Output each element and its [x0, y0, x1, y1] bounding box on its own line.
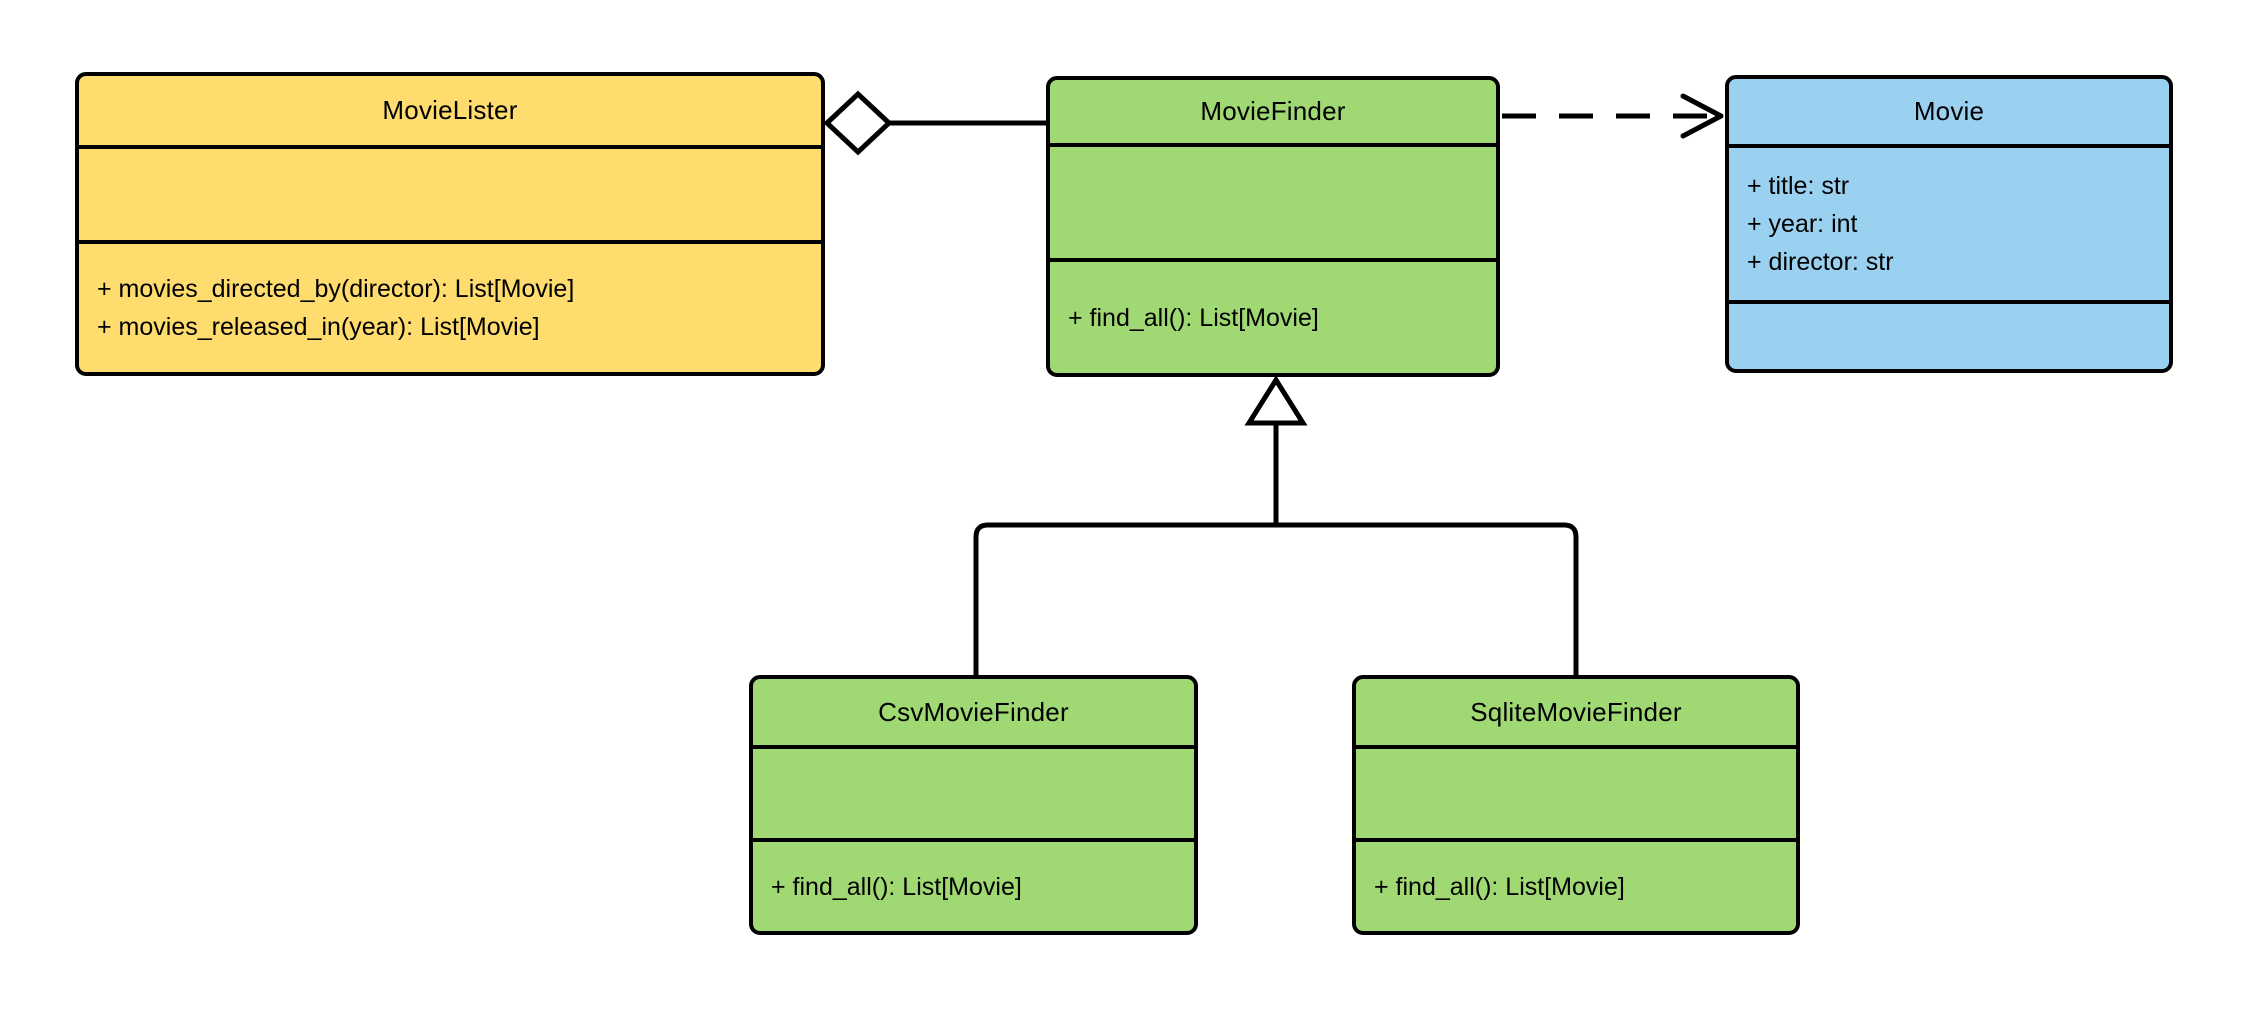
- class-sqlitemoviefinder[interactable]: SqliteMovieFinder + find_all(): List[Mov…: [1352, 675, 1800, 935]
- class-movie-attributes: + title: str + year: int + director: str: [1729, 144, 2169, 300]
- method-row: + movies_directed_by(director): List[Mov…: [97, 275, 575, 303]
- class-movielister-methods: + movies_directed_by(director): List[Mov…: [79, 240, 821, 372]
- method-row: + find_all(): List[Movie]: [1374, 872, 1625, 901]
- class-moviefinder[interactable]: MovieFinder + find_all(): List[Movie]: [1046, 76, 1500, 377]
- class-csvmoviefinder-attributes: [753, 745, 1194, 838]
- class-sqlitemoviefinder-title: SqliteMovieFinder: [1470, 696, 1682, 727]
- attribute-row: + director: str: [1747, 248, 1894, 276]
- class-movie-title: Movie: [1913, 96, 1985, 126]
- generalization-branch-line[interactable]: [973, 522, 1579, 677]
- class-moviefinder-methods: + find_all(): List[Movie]: [1050, 258, 1496, 373]
- aggregation-diamond-icon: [823, 90, 893, 156]
- class-csvmoviefinder[interactable]: CsvMovieFinder + find_all(): List[Movie]: [749, 675, 1198, 935]
- class-movielister-attributes: [79, 145, 821, 240]
- class-sqlitemoviefinder-attributes: [1356, 745, 1796, 838]
- class-csvmoviefinder-title: CsvMovieFinder: [878, 696, 1069, 727]
- aggregation-connector-movielister-moviefinder[interactable]: [823, 90, 1048, 156]
- dependency-connector-moviefinder-movie[interactable]: [1502, 93, 1724, 139]
- method-row: + find_all(): List[Movie]: [771, 872, 1022, 901]
- attribute-row: + year: int: [1747, 210, 1858, 238]
- class-sqlitemoviefinder-methods: + find_all(): List[Movie]: [1356, 838, 1796, 931]
- generalization-triangle-icon: [1244, 375, 1308, 426]
- class-movie[interactable]: Movie + title: str + year: int + directo…: [1725, 75, 2173, 373]
- class-movielister-title: MovieLister: [382, 95, 518, 125]
- class-movie-methods: [1729, 300, 2169, 369]
- generalization-connector-finders-moviefinder[interactable]: [973, 375, 1579, 677]
- attribute-row: + title: str: [1747, 172, 1850, 200]
- class-movielister[interactable]: MovieLister + movies_directed_by(directo…: [75, 72, 825, 376]
- dependency-open-arrowhead-icon: [1680, 93, 1724, 139]
- class-moviefinder-title: MovieFinder: [1200, 96, 1346, 126]
- class-moviefinder-attributes: [1050, 143, 1496, 258]
- method-row: + find_all(): List[Movie]: [1068, 303, 1319, 332]
- class-csvmoviefinder-methods: + find_all(): List[Movie]: [753, 838, 1194, 931]
- method-row: + movies_released_in(year): List[Movie]: [97, 313, 540, 341]
